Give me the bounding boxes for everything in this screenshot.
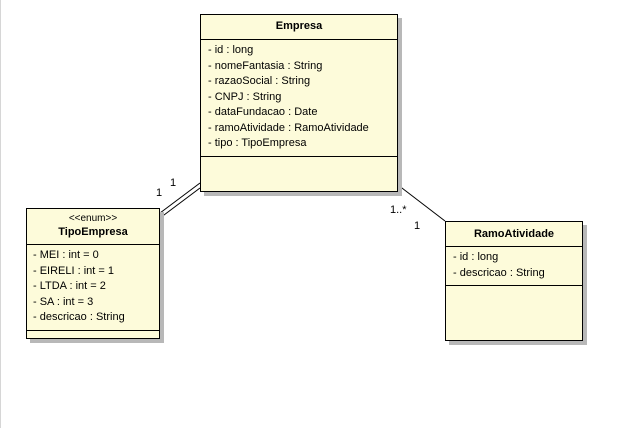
association-empresa-ramoatividade: [397, 184, 446, 222]
attribute: - id : long: [208, 44, 254, 56]
canvas-left-edge: [0, 0, 1, 428]
multiplicity-empresa-end-tipo: 1: [170, 177, 177, 189]
class-ramoatividade-attributes: - id : long - descricao : String: [446, 247, 582, 286]
class-tipoempresa-stereotype: <<enum>>: [68, 213, 118, 224]
attribute: - SA : int = 3: [33, 295, 94, 308]
class-tipoempresa-name: TipoEmpresa: [58, 226, 128, 238]
class-tipoempresa[interactable]: <<enum>> TipoEmpresa - MEI : int = 0 - E…: [26, 208, 160, 339]
attribute: - nomeFantasia : String: [208, 59, 323, 72]
attribute: - CNPJ : String: [208, 90, 282, 103]
multiplicity-ramoatividade-end: 1: [414, 220, 421, 232]
attribute: - dataFundacao : Date: [208, 106, 318, 118]
class-empresa[interactable]: Empresa - id : long - nomeFantasia : Str…: [200, 14, 398, 192]
class-empresa-attributes: - id : long - nomeFantasia : String - ra…: [201, 40, 397, 157]
class-ramoatividade[interactable]: RamoAtividade - id : long - descricao : …: [445, 221, 583, 341]
attribute: - MEI : int = 0: [33, 249, 99, 261]
multiplicity-empresa-end-ramo: 1..*: [390, 204, 407, 216]
attribute: - descricao : String: [33, 311, 125, 323]
class-empresa-header: Empresa: [201, 15, 397, 40]
class-ramoatividade-name: RamoAtividade: [473, 228, 555, 240]
class-ramoatividade-header: RamoAtividade: [446, 222, 582, 247]
association-empresa-tipoempresa: [159, 182, 201, 219]
attribute: - tipo : TipoEmpresa: [208, 137, 307, 149]
attribute: - ramoAtividade : RamoAtividade: [208, 121, 369, 134]
attribute: - razaoSocial : String: [208, 75, 311, 87]
class-tipoempresa-header: <<enum>> TipoEmpresa: [27, 209, 159, 245]
attribute: - LTDA : int = 2: [33, 280, 106, 292]
class-tipoempresa-attributes: - MEI : int = 0 - EIRELI : int = 1 - LTD…: [27, 245, 159, 331]
attribute: - id : long: [453, 251, 499, 263]
attribute: - descricao : String: [453, 266, 545, 279]
multiplicity-tipoempresa-end: 1: [156, 187, 163, 199]
attribute: - EIRELI : int = 1: [33, 264, 115, 277]
class-empresa-name: Empresa: [275, 20, 323, 32]
